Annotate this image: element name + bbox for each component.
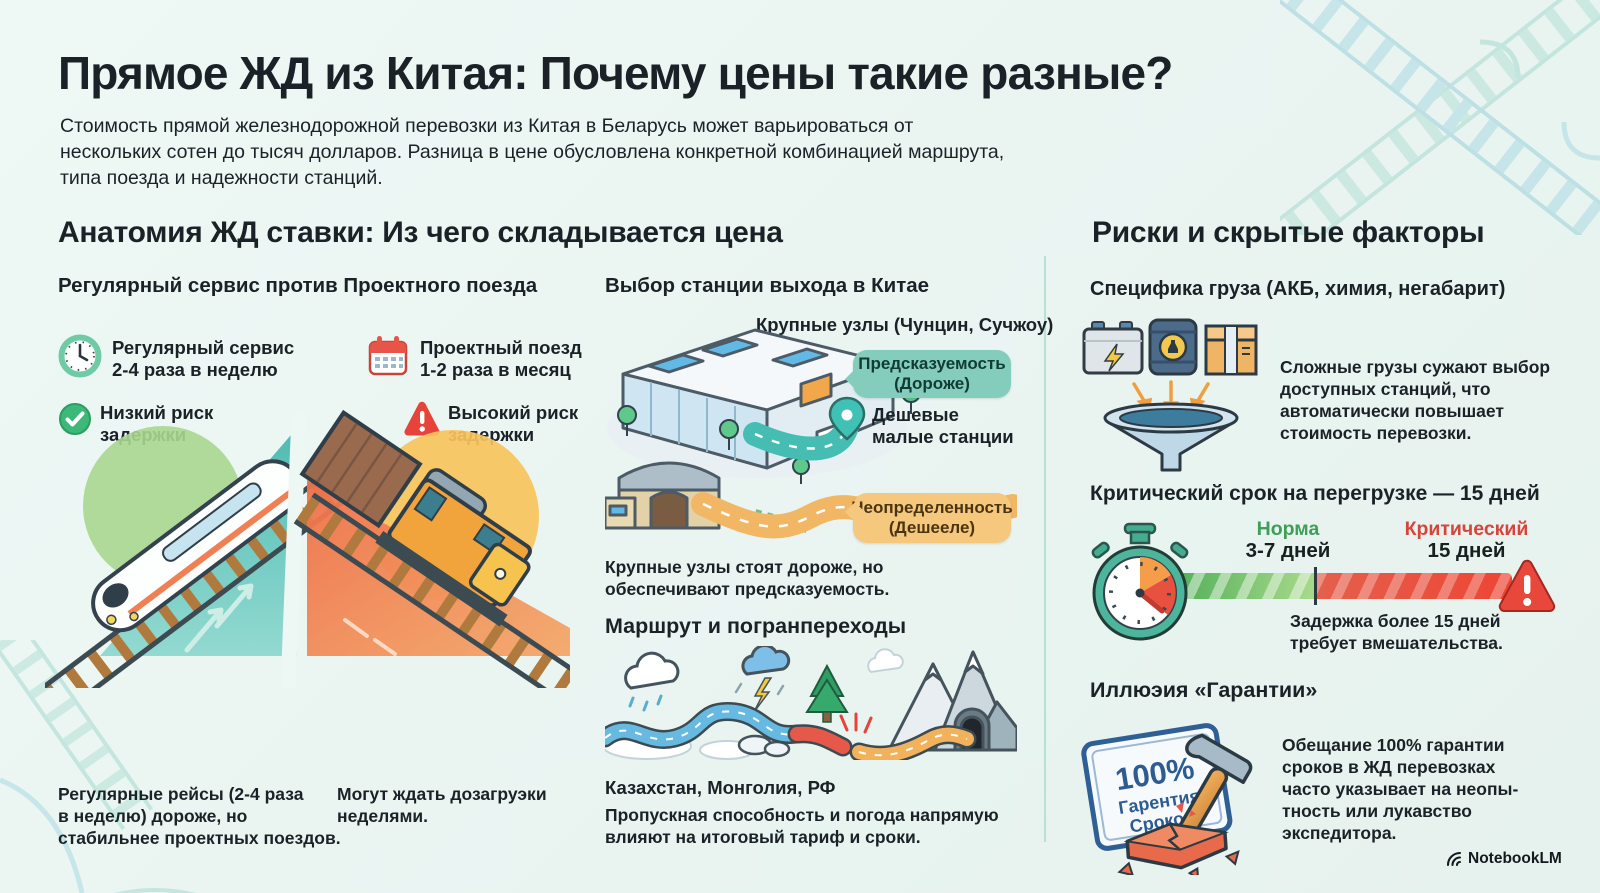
project-train-note: Могут ждать дозагруэки неделями.: [337, 784, 547, 827]
critical-warning-icon: [1498, 559, 1556, 612]
curved-track-decoration: [0, 640, 196, 893]
cargo-note: Сложные грузы сужают выбор доступных ста…: [1280, 357, 1551, 444]
risks-heading: Риски и скрытые факторы: [1092, 216, 1485, 249]
guarantee-heading: Иллюэия «Гарантии»: [1090, 678, 1318, 702]
stopwatch-icon: [1091, 522, 1189, 641]
norm-label: Норма: [1256, 518, 1320, 540]
box-icon: [1204, 324, 1258, 376]
battery-icon: [1082, 321, 1144, 375]
brand-footer: NotebookLM: [1446, 850, 1562, 868]
regular-service-note: Регулярные рейсы (2-4 раза в неделю) дор…: [58, 784, 341, 849]
major-hubs-label: Крупные узлы (Чунцин, Сучжоу): [756, 314, 1054, 335]
notebooklm-icon: [1446, 851, 1462, 866]
delay-gauge-bar: [1168, 573, 1512, 599]
route-countries-label: Казахстан, Монголия, РФ: [605, 777, 836, 798]
barrel-icon: [1148, 318, 1198, 376]
guarantee-note: Обещание 100% гарантии сроков в ЖД перев…: [1282, 735, 1519, 844]
critical-value: 15 дней: [1427, 539, 1506, 563]
norm-value: 3-7 дней: [1245, 539, 1331, 563]
gauge-normal-segment: [1168, 573, 1316, 599]
broken-brick: [1117, 822, 1240, 875]
brand-label: NotebookLM: [1468, 850, 1562, 867]
check-icon: [59, 403, 91, 435]
gauge-threshold-tick: [1314, 567, 1317, 605]
deadline-note: Задержка более 15 дней требует вмешатель…: [1290, 611, 1503, 654]
page-title: Прямое ЖД из Китая: Почему цены такие ра…: [58, 47, 1173, 99]
station-choice-illustration: [605, 328, 1017, 539]
route-borders-illustration: [605, 646, 1017, 760]
gauge-critical-segment: [1316, 573, 1512, 599]
regular-frequency-label: Регулярный сервис 2-4 раза в неделю: [112, 337, 295, 381]
deadline-heading: Критический срок на перегрузке — 15 дней: [1090, 482, 1540, 505]
guarantee-illustration: 100% Гарентия Сроков: [1081, 723, 1253, 875]
cargo-heading: Специфика груза (АКБ, химия, негабарит): [1090, 278, 1506, 300]
route-note: Пропускная способность и погода напрямую…: [605, 805, 999, 848]
clock-icon: [58, 334, 102, 378]
service-vs-project-heading: Регулярный сервис против Проектного поез…: [58, 274, 538, 297]
norm-label-group: Норма 3-7 дней: [1232, 518, 1344, 563]
small-stations-label: Дешевые малые станции: [872, 404, 1014, 448]
project-frequency-label: Проектный поезд 1-2 раза в месяц: [420, 337, 582, 381]
route-heading: Маршрут и погранпереходы: [605, 614, 907, 638]
train-comparison-illustration: [45, 409, 570, 688]
intro-paragraph: Стоимость прямой железнодорожной перевоз…: [60, 115, 1005, 189]
critical-label: Критический: [1404, 518, 1529, 540]
hammer-icon: [1173, 733, 1253, 846]
anatomy-heading: Анатомия ЖД ставки: Из чего складывается…: [58, 216, 783, 249]
uncertainty-badge: Неопределенность (Дешееле): [851, 493, 1013, 543]
calendar-icon: [368, 336, 408, 376]
station-note: Крупные узлы стоят дороже, но обеспечива…: [605, 557, 890, 600]
cargo-funnel-illustration: [1082, 318, 1258, 472]
warning-icon: [404, 401, 440, 436]
station-choice-heading: Выбор станции выхода в Китае: [605, 274, 930, 297]
railway-crossing-decoration: [1280, 0, 1600, 235]
predictability-badge: Предсказуемость (Дороже): [853, 350, 1011, 398]
section-divider: [1044, 256, 1046, 842]
critical-label-group: Критический 15 дней: [1404, 518, 1529, 563]
